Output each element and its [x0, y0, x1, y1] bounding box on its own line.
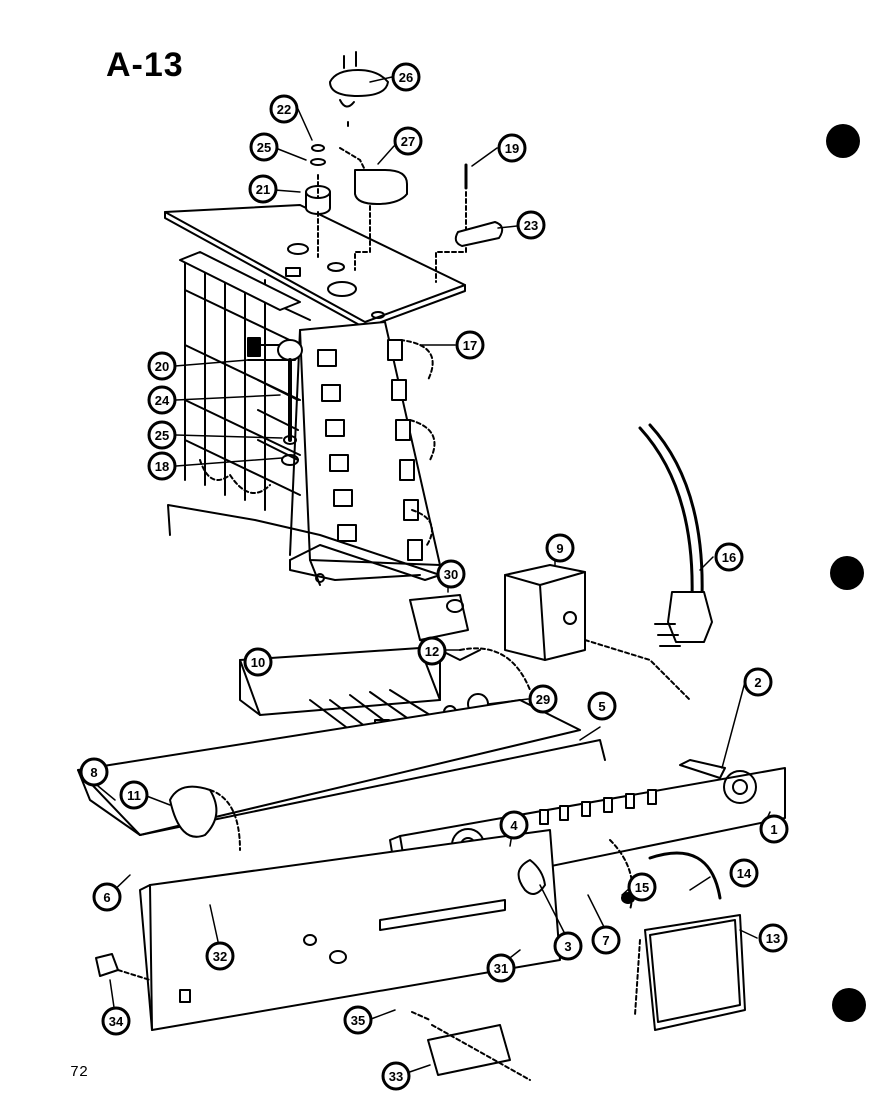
callout-30: 30	[436, 559, 466, 589]
callout-11: 11	[119, 780, 149, 810]
motor-11	[169, 785, 218, 838]
callout-label: 12	[425, 644, 439, 659]
bracket-23	[454, 221, 504, 247]
callout-label: 32	[213, 949, 227, 964]
callout-label: 8	[90, 765, 97, 780]
power-cord	[638, 423, 704, 600]
callout-5: 5	[587, 691, 617, 721]
callout-20: 20	[147, 351, 177, 381]
frame-left	[184, 261, 266, 511]
terminal-30	[409, 594, 469, 641]
callout-35: 35	[343, 1005, 373, 1035]
callout-label: 13	[766, 931, 780, 946]
callout-16: 16	[714, 542, 744, 572]
callout-label: 2	[754, 675, 761, 690]
door-13	[644, 914, 746, 1031]
callout-25: 25	[147, 420, 177, 450]
callout-label: 9	[556, 541, 563, 556]
callout-1: 1	[759, 814, 789, 844]
callout-14: 14	[729, 858, 759, 888]
binder-hole-icon	[826, 124, 860, 158]
callout-label: 5	[598, 699, 605, 714]
callout-2: 2	[743, 667, 773, 697]
binder-hole-icon	[830, 556, 864, 590]
callout-label: 27	[401, 134, 415, 149]
callout-4: 4	[499, 810, 529, 840]
callout-label: 23	[524, 218, 538, 233]
callout-27: 27	[393, 126, 423, 156]
lower-panel	[149, 829, 561, 1031]
callout-9: 9	[545, 533, 575, 563]
callout-label: 35	[351, 1013, 365, 1028]
callout-label: 14	[737, 866, 752, 881]
callout-34: 34	[101, 1006, 131, 1036]
callout-label: 25	[257, 140, 271, 155]
callout-19: 19	[497, 133, 527, 163]
callout-15: 15	[627, 872, 657, 902]
callout-label: 25	[155, 428, 169, 443]
relay-9	[504, 564, 586, 661]
callout-21: 21	[248, 174, 278, 204]
binder-hole-icon	[832, 988, 866, 1022]
callout-label: 29	[536, 692, 550, 707]
callout-3: 3	[553, 931, 583, 961]
callout-label: 17	[463, 338, 477, 353]
callout-label: 19	[505, 141, 519, 156]
callout-33: 33	[381, 1061, 411, 1091]
callout-label: 22	[277, 102, 291, 117]
block-34	[95, 953, 119, 977]
callout-18: 18	[147, 451, 177, 481]
callout-label: 15	[635, 880, 649, 895]
callout-10: 10	[243, 647, 273, 677]
callout-13: 13	[758, 923, 788, 953]
callout-23: 23	[516, 210, 546, 240]
callout-label: 4	[510, 818, 518, 833]
callout-8: 8	[79, 757, 109, 787]
knob-26	[329, 69, 389, 97]
callout-26: 26	[391, 62, 421, 92]
callout-label: 26	[399, 70, 413, 85]
callout-12: 12	[417, 636, 447, 666]
callout-label: 10	[251, 655, 265, 670]
callout-label: 6	[103, 890, 110, 905]
callout-label: 20	[155, 359, 169, 374]
callout-label: 3	[564, 939, 571, 954]
callout-6: 6	[92, 882, 122, 912]
callout-label: 18	[155, 459, 169, 474]
switch-27	[354, 169, 408, 205]
callout-label: 11	[127, 788, 141, 803]
callout-label: 1	[770, 822, 777, 837]
callout-label: 34	[109, 1014, 124, 1029]
page-number: 72	[70, 1064, 89, 1081]
callout-label: 31	[494, 961, 508, 976]
callout-label: 16	[722, 550, 736, 565]
page-title: A-13	[106, 46, 184, 84]
callout-7: 7	[591, 925, 621, 955]
callout-29: 29	[528, 684, 558, 714]
callout-label: 33	[389, 1069, 403, 1084]
callout-32: 32	[205, 941, 235, 971]
callout-label: 21	[256, 182, 270, 197]
callout-label: 7	[602, 933, 609, 948]
callout-22: 22	[269, 94, 299, 124]
callout-31: 31	[486, 953, 516, 983]
callout-label: 30	[444, 567, 458, 582]
callout-24: 24	[147, 385, 177, 415]
callout-25: 25	[249, 132, 279, 162]
callout-label: 24	[155, 393, 170, 408]
callout-17: 17	[455, 330, 485, 360]
terminal-block-33	[427, 1024, 511, 1076]
